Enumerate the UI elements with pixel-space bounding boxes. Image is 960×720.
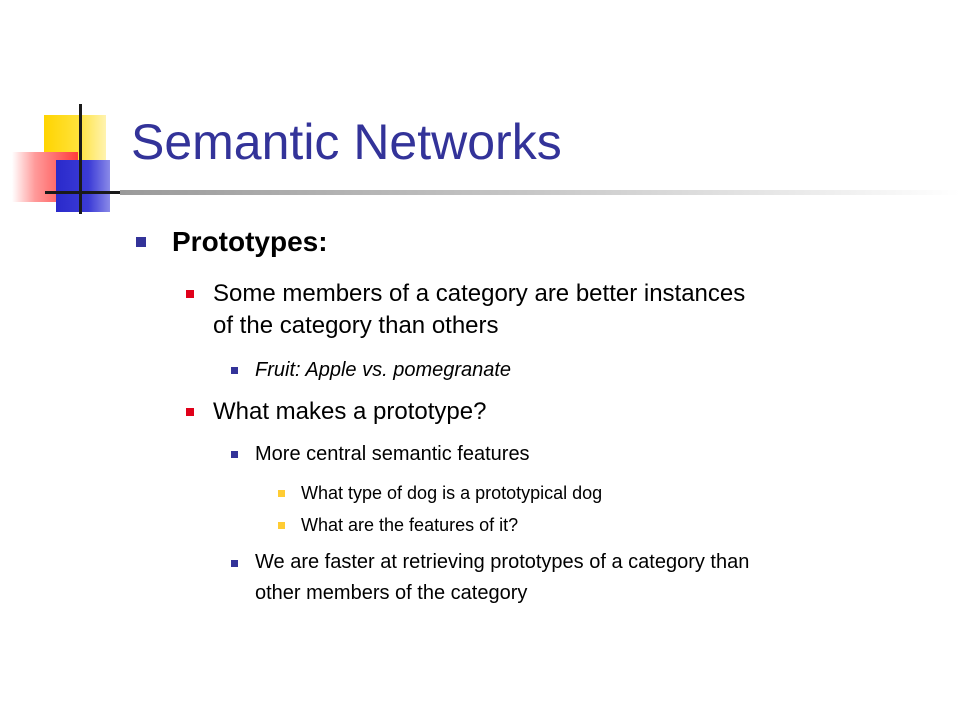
bullet-text-line: We are faster at retrieving prototypes o…	[255, 551, 750, 573]
square-bullet-icon	[278, 522, 285, 529]
bullet-text-line: other members of the category	[255, 582, 528, 604]
bullet-text-line: What type of dog is a prototypical dog	[301, 483, 603, 503]
square-bullet-icon	[186, 290, 194, 298]
bullet-text-line: What are the features of it?	[301, 515, 519, 535]
bullet-text-line: Fruit: Apple vs. pomegranate	[255, 359, 512, 381]
logo-vertical-line	[79, 104, 82, 214]
square-bullet-icon	[186, 408, 194, 416]
bullet-text-line: More central semantic features	[255, 443, 530, 465]
bullet-text-line: What makes a prototype?	[213, 398, 487, 425]
bullet-text-line: Some members of a category are better in…	[213, 280, 746, 307]
logo-horizontal-line	[45, 191, 145, 194]
title-underline	[120, 190, 960, 195]
bullet-text-line: of the category than others	[213, 312, 499, 339]
square-bullet-icon	[231, 451, 238, 458]
bullet-heading: Prototypes:	[172, 226, 328, 257]
square-bullet-icon	[231, 560, 238, 567]
square-bullet-icon	[136, 237, 146, 247]
square-bullet-icon	[231, 367, 238, 374]
slide-title: Semantic Networks	[131, 114, 562, 170]
logo-blue-square	[56, 160, 110, 212]
square-bullet-icon	[278, 490, 285, 497]
